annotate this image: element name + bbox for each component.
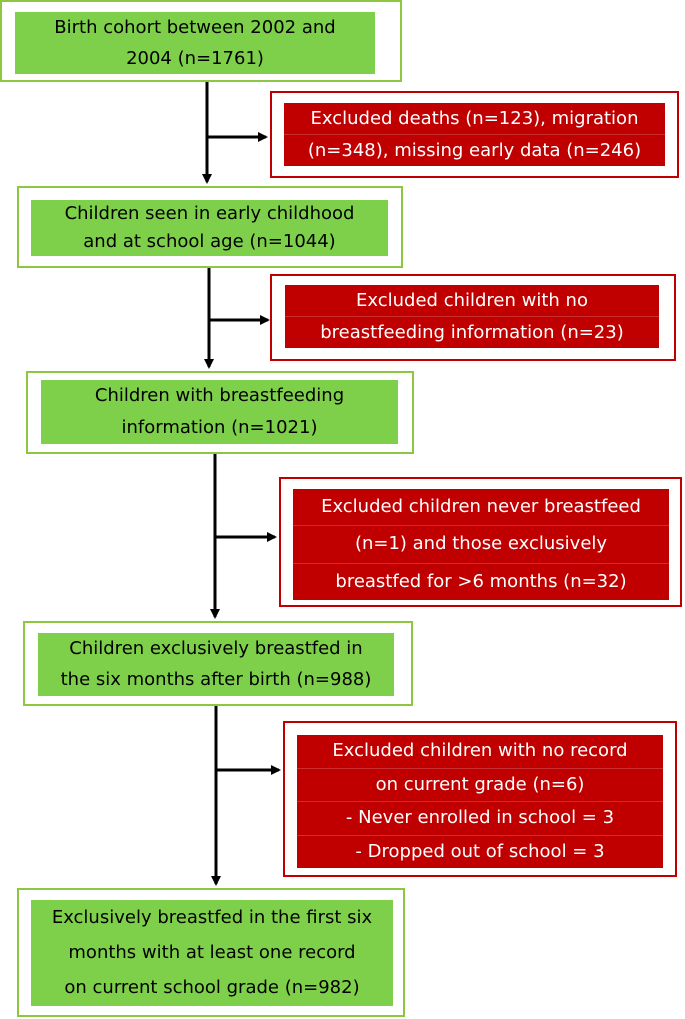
excl3-line-2: (n=1) and those exclusively	[293, 525, 669, 562]
excl1-line-2: (n=348), missing early data (n=246)	[284, 134, 665, 166]
excl2-line-1: Excluded children with no	[356, 289, 588, 311]
step1-line-2: 2004 (n=1761)	[126, 47, 264, 69]
excl4-line-3: - Never enrolled in school = 3	[297, 801, 663, 835]
step4-line-1: Children exclusively breastfed in	[69, 637, 363, 659]
excl4-line-4: - Dropped out of school = 3	[297, 834, 663, 869]
step4-line-2: the six months after birth (n=988)	[60, 669, 372, 691]
exclusion-box-no-breastfeeding-info: Excluded children with no breastfeeding …	[270, 274, 676, 361]
step5-line-2: months with at least one record	[68, 941, 356, 963]
step-box-seen-early-and-school: Children seen in early childhood and at …	[17, 186, 403, 268]
excl2-line-2: breastfeeding information (n=23)	[285, 316, 659, 348]
step-box-exclusively-breastfed-six-months: Children exclusively breastfed in the si…	[23, 621, 413, 706]
excl3-line-1: Excluded children never breastfeed	[321, 496, 641, 518]
step1-line-1: Birth cohort between 2002 and	[54, 16, 336, 38]
excl1-line-1: Excluded deaths (n=123), migration	[310, 107, 639, 129]
step5-line-1: Exclusively breastfed in the first six	[51, 906, 373, 928]
step3-line-1: Children with breastfeeding	[94, 385, 345, 406]
excl4-line-2: on current grade (n=6)	[297, 767, 663, 802]
step-box-with-breastfeeding-info: Children with breastfeeding information …	[26, 371, 414, 454]
exclusion-box-no-grade-record: Excluded children with no record on curr…	[283, 721, 677, 877]
step5-line-3: on current school grade (n=982)	[64, 977, 360, 999]
step3-line-2: information (n=1021)	[121, 417, 318, 438]
step-box-birth-cohort: Birth cohort between 2002 and 2004 (n=17…	[0, 0, 402, 82]
excl3-line-3: breastfed for >6 months (n=32)	[293, 562, 669, 600]
step-box-final-sample: Exclusively breastfed in the first six m…	[17, 888, 405, 1017]
exclusion-box-never-or-over-six-months: Excluded children never breastfeed (n=1)…	[279, 477, 682, 607]
step2-line-2: and at school age (n=1044)	[83, 231, 336, 252]
step2-line-1: Children seen in early childhood	[64, 203, 355, 224]
exclusion-box-deaths-migration: Excluded deaths (n=123), migration (n=34…	[270, 91, 679, 178]
excl4-line-1: Excluded children with no record	[332, 740, 628, 762]
